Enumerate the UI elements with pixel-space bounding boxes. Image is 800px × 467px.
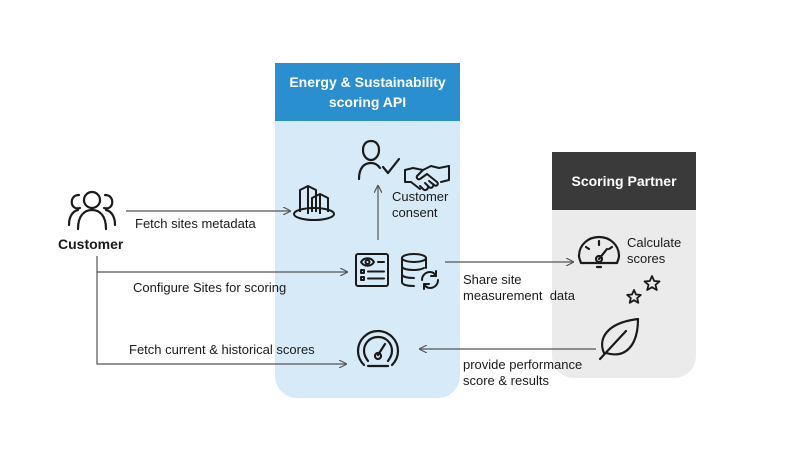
api-title-line2: scoring API <box>328 94 407 110</box>
leaf-icon <box>598 317 640 361</box>
label-consent-line1: Customer <box>392 189 449 204</box>
handshake-icon <box>404 165 450 192</box>
label-provide-line2: score & results <box>463 373 549 388</box>
database-sync-icon <box>401 253 439 290</box>
label-consent-line2: consent <box>392 205 438 220</box>
label-share-line1: Share site <box>463 272 522 287</box>
checklist-eye-icon <box>355 253 389 287</box>
customers-icon <box>67 190 117 231</box>
label-fetch-metadata: Fetch sites metadata <box>135 216 256 231</box>
arrow-fetch-scores <box>96 256 346 364</box>
customer-label: Customer <box>58 236 124 252</box>
stars-icon <box>626 275 661 304</box>
person-check-icon <box>357 139 401 181</box>
partner-header: Scoring Partner <box>552 152 696 210</box>
label-share-line2: measurement data <box>463 288 576 303</box>
api-header: Energy & Sustainability scoring API <box>275 63 460 121</box>
label-configure-sites: Configure Sites for scoring <box>133 280 287 295</box>
label-fetch-scores: Fetch current & historical scores <box>129 342 315 357</box>
label-provide-line1: provide performance <box>463 357 583 372</box>
label-share-data: Share site measurement data <box>463 272 575 304</box>
label-provide-score: provide performance score & results <box>463 357 582 389</box>
label-consent: Customer consent <box>392 189 448 221</box>
gauge-icon <box>577 235 621 269</box>
buildings-icon <box>293 185 335 221</box>
label-calculate: Calculate scores <box>627 235 681 267</box>
label-calculate-line2: scores <box>627 251 666 266</box>
api-title-line1: Energy & Sustainability <box>289 74 446 90</box>
label-calculate-line1: Calculate <box>627 235 682 250</box>
speedometer-icon <box>356 329 400 368</box>
